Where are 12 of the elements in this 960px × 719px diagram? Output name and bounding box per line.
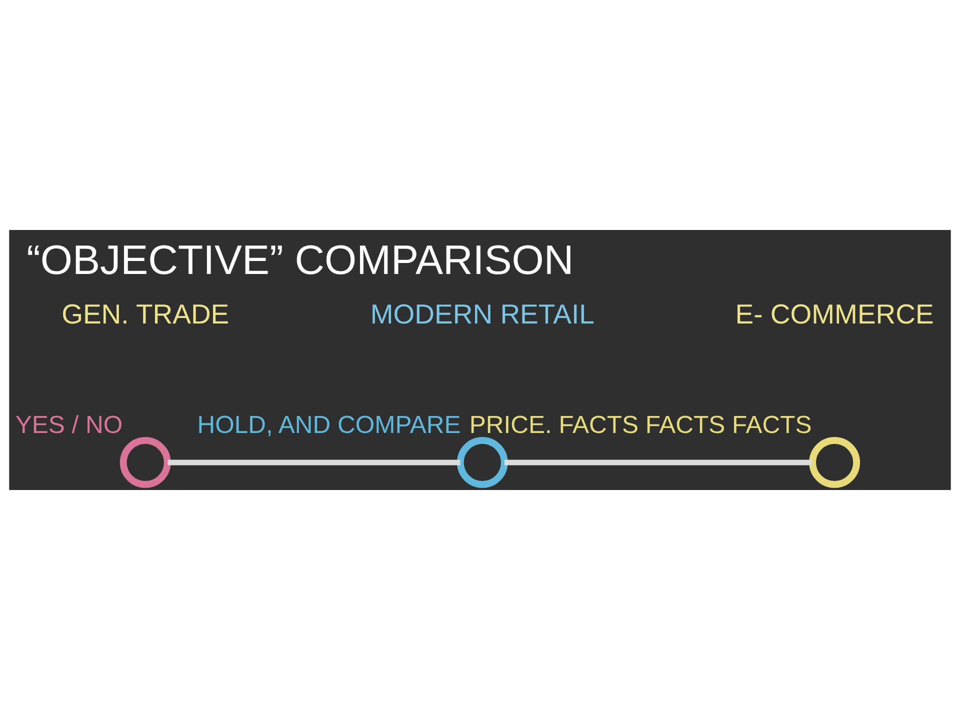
diagram-title: “OBJECTIVE” COMPARISON <box>26 236 574 283</box>
node-label: HOLD, AND COMPARE <box>197 411 461 438</box>
connector <box>504 459 812 465</box>
label: E- COMMERCE <box>735 298 934 330</box>
node-label: YES / NO <box>15 411 123 438</box>
node-label: PRICE. FACTS FACTS FACTS <box>469 411 812 438</box>
label: MODERN RETAIL <box>370 298 594 330</box>
node-circle <box>809 436 860 488</box>
label: GEN. TRADE <box>62 298 230 330</box>
connector <box>168 459 460 465</box>
node-circle <box>120 436 171 488</box>
node-circle <box>456 436 508 488</box>
